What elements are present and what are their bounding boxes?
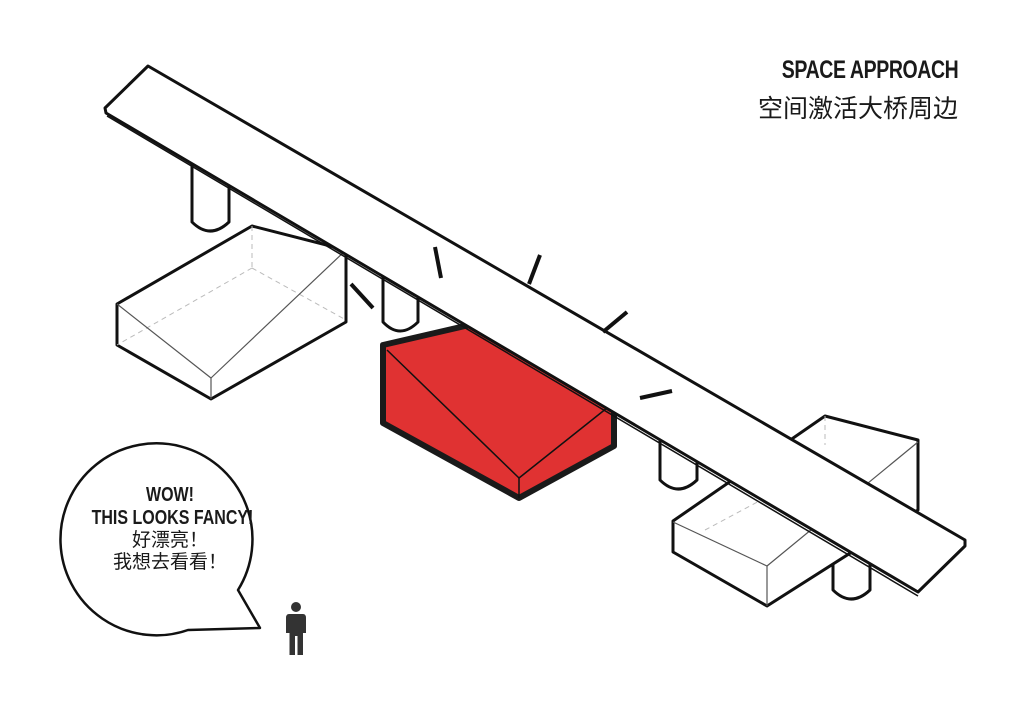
bubble-line-1: WOW! [146,484,194,506]
white-building-left [115,224,348,401]
speech-bubble [59,442,262,637]
bridge-deck [103,64,967,597]
title-en: SPACE APPROACH [781,56,958,84]
bubble-line-4: 我想去看看！ [112,550,227,573]
title-block: SPACE APPROACH 空间激活大桥周边 [732,56,958,125]
person-icon [286,602,306,655]
speech-bubble-text: WOW! THIS LOOKS FANCY! 好漂亮！ 我想去看看！ [72,484,268,574]
attention-marks [349,246,673,400]
title-cn: 空间激活大桥周边 [757,94,958,123]
bubble-line-2: THIS LOOKS FANCY! [91,507,254,529]
bubble-line-3: 好漂亮！ [131,529,208,551]
